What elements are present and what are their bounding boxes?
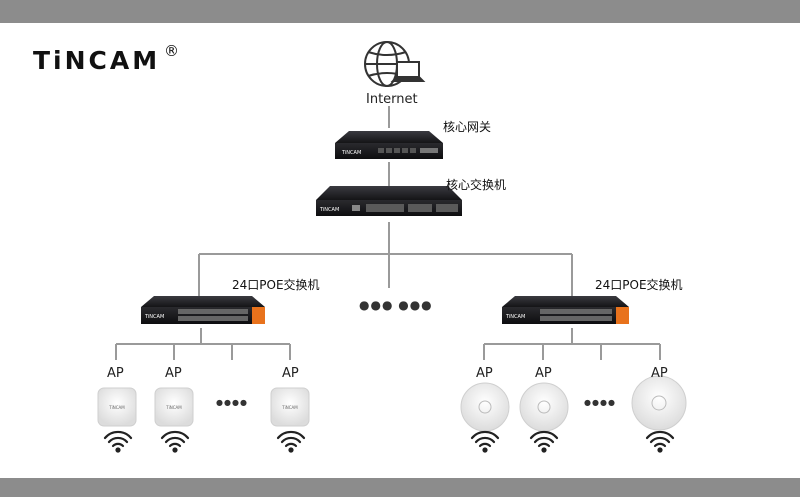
ap-round-1 bbox=[460, 382, 510, 432]
ap-label: AP bbox=[651, 366, 668, 381]
ap-label: AP bbox=[476, 366, 493, 381]
ap-label: AP bbox=[535, 366, 552, 381]
svg-text:TiNCAM: TiNCAM bbox=[144, 314, 164, 320]
ap-square-3: TiNCAM bbox=[270, 387, 310, 427]
connection-lines bbox=[115, 106, 661, 360]
ap-label: AP bbox=[282, 366, 299, 381]
svg-text:TiNCAM: TiNCAM bbox=[319, 207, 339, 213]
svg-text:TiNCAM: TiNCAM bbox=[108, 405, 125, 410]
svg-text:TiNCAM: TiNCAM bbox=[165, 405, 182, 410]
ap-round-2 bbox=[519, 382, 569, 432]
gateway-brand-text: TiNCAM bbox=[341, 150, 361, 156]
registered-mark: ® bbox=[164, 42, 179, 60]
svg-text:TiNCAM: TiNCAM bbox=[281, 405, 298, 410]
poe-switch-right-device: TiNCAM bbox=[502, 296, 629, 324]
switch-ellipsis: ●●● ●●● bbox=[359, 298, 433, 312]
wifi-icon bbox=[276, 430, 306, 453]
core-gateway-device: TiNCAM bbox=[335, 131, 443, 159]
internet-label: Internet bbox=[366, 92, 418, 107]
poe-switch-left-label: 24口POE交换机 bbox=[232, 278, 320, 292]
globe-laptop-icon bbox=[364, 41, 426, 87]
svg-text:TiNCAM: TiNCAM bbox=[505, 314, 525, 320]
ap-ellipsis-right: ●●●● bbox=[584, 398, 616, 407]
poe-switch-right-label: 24口POE交换机 bbox=[595, 278, 683, 292]
poe-switch-left-device: TiNCAM bbox=[141, 296, 265, 324]
brand-logo: TiNCAM bbox=[33, 46, 161, 75]
ap-label: AP bbox=[107, 366, 124, 381]
ap-square-1: TiNCAM bbox=[97, 387, 137, 427]
wifi-icon bbox=[160, 430, 190, 453]
wifi-icon bbox=[529, 430, 559, 453]
ap-ellipsis-left: ●●●● bbox=[216, 398, 248, 407]
ap-label: AP bbox=[165, 366, 182, 381]
wifi-icon bbox=[470, 430, 500, 453]
bottom-band bbox=[0, 478, 800, 497]
core-switch-label: 核心交换机 bbox=[446, 178, 507, 192]
gateway-label: 核心网关 bbox=[443, 120, 492, 134]
wifi-icon bbox=[645, 430, 675, 453]
ap-square-2: TiNCAM bbox=[154, 387, 194, 427]
ap-round-3 bbox=[631, 375, 687, 431]
wifi-icon bbox=[103, 430, 133, 453]
core-switch-device: TiNCAM bbox=[316, 186, 462, 216]
top-band bbox=[0, 0, 800, 23]
